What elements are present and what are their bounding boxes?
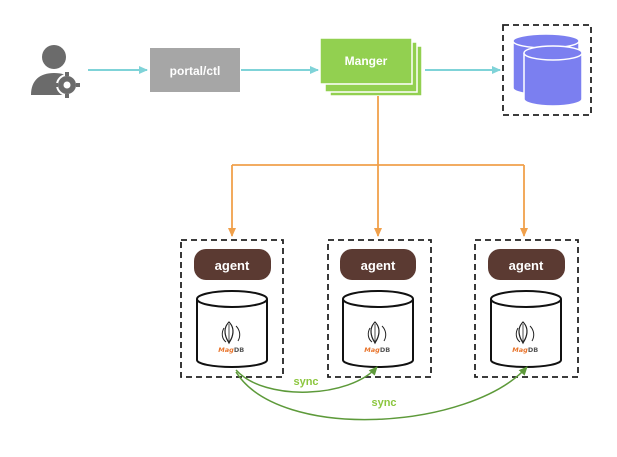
agent-node-1: agent Mag DB: [180, 239, 284, 378]
agent-badge-2: [340, 249, 416, 280]
agent-label-3: agent: [509, 258, 544, 273]
magdb-logo-suffix-3: DB: [528, 346, 538, 354]
manager-label: Manger: [345, 54, 388, 68]
magdb-cylinder-icon: Mag DB: [196, 290, 268, 368]
magdb-cylinder-icon: Mag DB: [490, 290, 562, 368]
magdb-logo-text-1: Mag: [218, 346, 234, 354]
database-stack-icon: [502, 24, 592, 116]
portal-node: portal/ctl: [150, 48, 240, 92]
manager-to-agents-connectors: [228, 96, 528, 237]
sync-label-1: sync: [293, 376, 318, 388]
portal-label: portal/ctl: [170, 64, 221, 78]
user-gear-icon: [31, 45, 80, 98]
agent-badge-3: [488, 249, 565, 280]
magdb-logo-text-2: Mag: [364, 346, 380, 354]
magdb-logo-suffix-1: DB: [234, 346, 244, 354]
sync-arrow-1: [235, 366, 378, 393]
agent-node-3: agent Mag DB: [474, 239, 579, 378]
sync-arrow-2: [235, 366, 528, 421]
agent-label-2: agent: [361, 258, 396, 273]
magdb-logo-text-3: Mag: [512, 346, 528, 354]
sync-label-2: sync: [371, 397, 396, 409]
agent-badge-1: [194, 249, 271, 280]
manager-node: Manger: [319, 37, 423, 97]
agent-node-2: agent Mag DB: [327, 239, 432, 378]
magdb-logo-suffix-2: DB: [380, 346, 390, 354]
magdb-cylinder-icon: Mag DB: [342, 290, 414, 368]
agent-label-1: agent: [215, 258, 250, 273]
